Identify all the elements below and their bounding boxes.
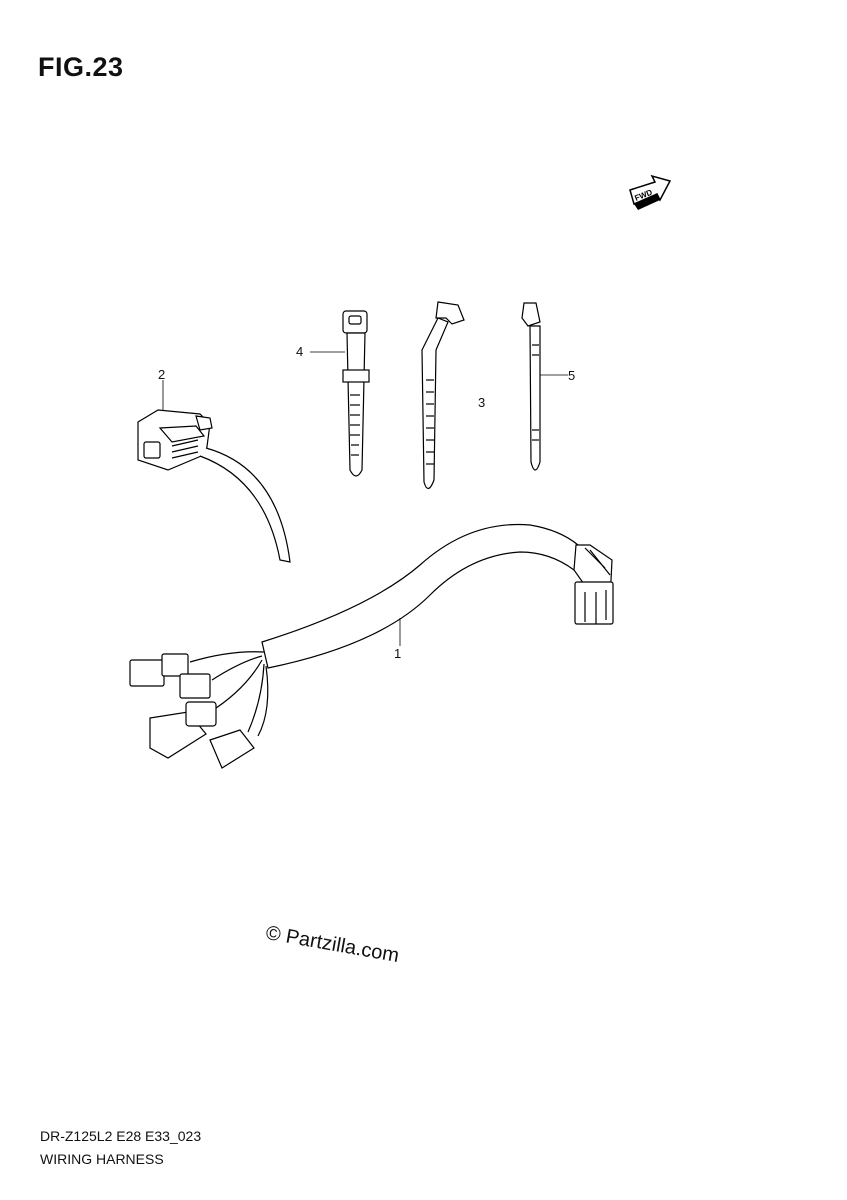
figure-title: FIG.23 [38, 52, 124, 82]
callout-1: 1 [394, 646, 402, 661]
thin-tie-part [521, 302, 541, 471]
clamp-band-part [342, 310, 370, 477]
callout-3: 3 [478, 395, 486, 410]
long-tie-part [421, 301, 465, 490]
section-name: WIRING HARNESS [40, 1151, 164, 1167]
fwd-arrow-icon: FWD [629, 174, 672, 210]
callout-2: 2 [158, 367, 166, 382]
connector-part [137, 380, 291, 563]
callout-5: 5 [568, 368, 576, 383]
callout-4: 4 [296, 344, 304, 359]
model-code: DR-Z125L2 E28 E33_023 [40, 1128, 202, 1144]
wiring-harness-part [129, 523, 614, 769]
